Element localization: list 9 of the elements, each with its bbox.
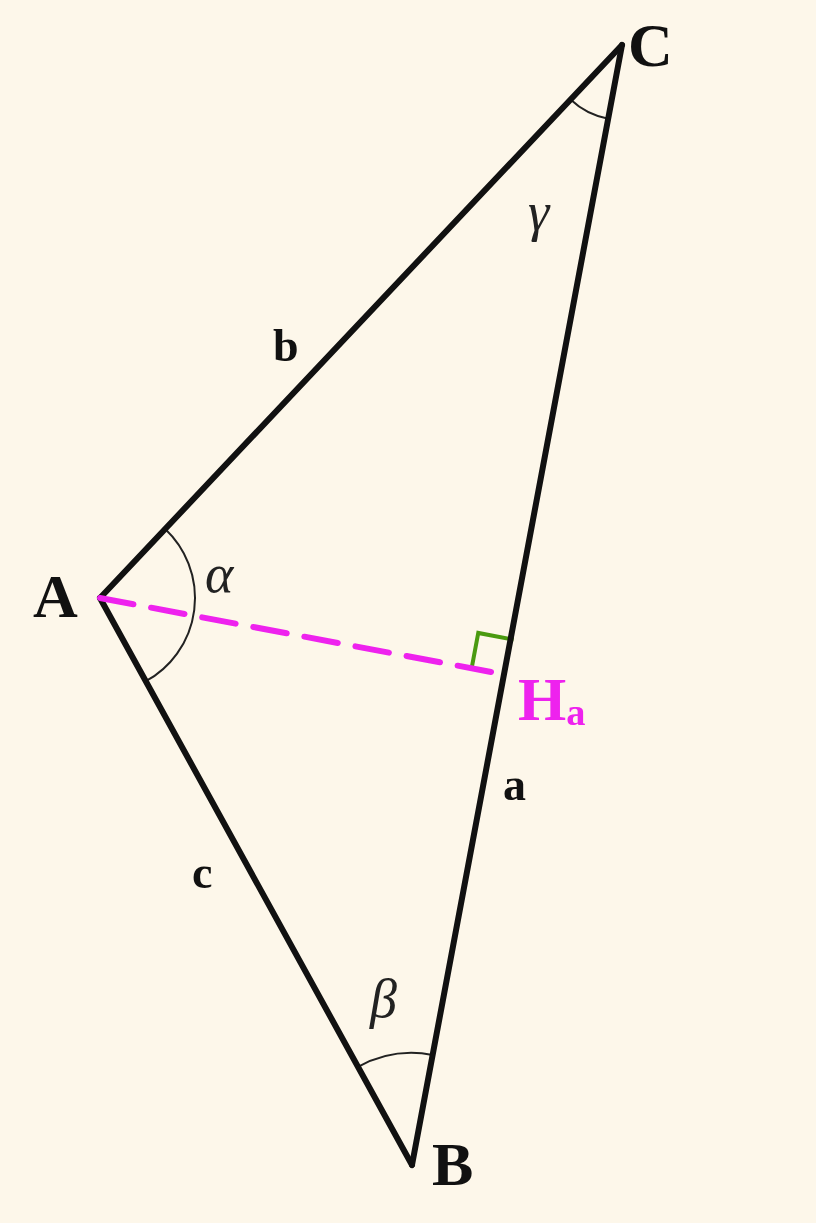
vertex-label: B xyxy=(432,1133,474,1195)
vertex-label: C xyxy=(628,14,673,76)
angle-label: α xyxy=(205,547,234,601)
triangle-side xyxy=(409,42,625,1168)
side-label: c xyxy=(192,850,213,896)
side-label: b xyxy=(273,323,299,369)
foot-label: H$_{a}$ xyxy=(518,668,586,730)
vertex-label: A xyxy=(33,565,78,627)
side-label: a xyxy=(503,762,526,808)
